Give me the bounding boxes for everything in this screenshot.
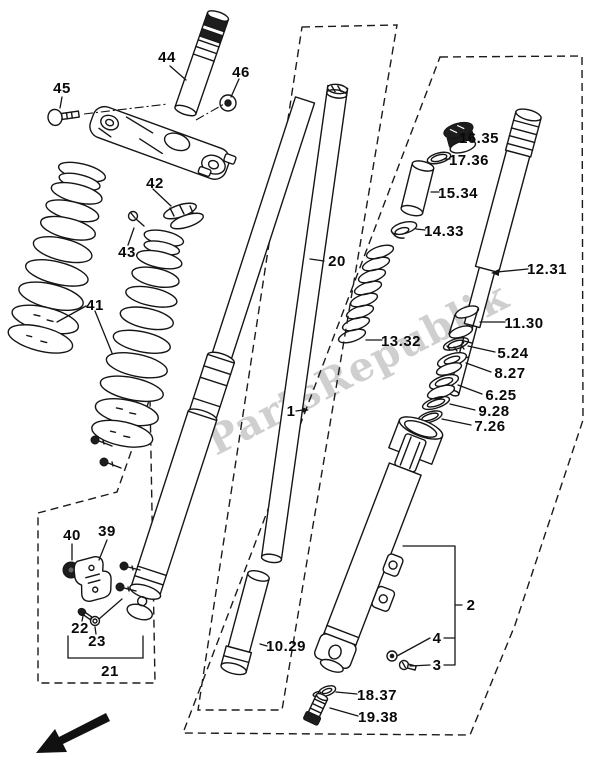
left-fork-leg [126, 96, 316, 621]
cap-bolt-16-35 [443, 121, 477, 154]
axle-holder-39 [73, 555, 112, 603]
fork-spring-13-32 [337, 244, 395, 344]
part-label-10-29: 10.29 [266, 638, 306, 655]
part-label-12-31: 12.31 [527, 261, 567, 278]
part-label-13-32: 13.32 [381, 333, 421, 350]
part-label-43: 43 [118, 244, 136, 261]
drain-bolt-19-38 [303, 692, 329, 726]
oil-seal-8-27 [435, 351, 468, 376]
pinch-bolts [115, 561, 141, 592]
part-label-15-34: 15.34 [438, 185, 478, 202]
bolt-22 [77, 607, 93, 621]
caliper-bolts-left [90, 435, 122, 469]
part-label-21: 21 [101, 663, 119, 680]
part-label-5-24: 5.24 [497, 345, 528, 362]
part-labels: 44454642434120116.3517.3615.3414.3312.31… [53, 49, 567, 726]
direction-arrow [36, 713, 110, 753]
bolt-axis-line [83, 103, 225, 121]
part-label-19-38: 19.38 [358, 709, 398, 726]
spring-seat-14-33 [390, 221, 418, 239]
part-label-20: 20 [328, 253, 346, 270]
inner-tube-20 [260, 83, 349, 564]
part-label-2: 2 [467, 597, 476, 614]
steering-nut [219, 94, 237, 112]
part-label-14-33: 14.33 [424, 223, 464, 240]
leader-lines [56, 65, 529, 717]
cylinder-10-29 [220, 570, 270, 676]
part-label-40: 40 [63, 527, 81, 544]
washer-4 [386, 650, 398, 662]
part-label-23: 23 [88, 633, 106, 650]
part-label-4: 4 [433, 630, 442, 647]
part-label-8-27: 8.27 [494, 365, 525, 382]
part-label-41: 41 [86, 297, 104, 314]
nut-23 [89, 615, 101, 627]
part-label-1: 1 [287, 403, 296, 420]
clamp-screw-43 [127, 210, 145, 227]
right-outer-tube [314, 416, 444, 673]
part-label-17-36: 17.36 [449, 152, 489, 169]
part-label-46: 46 [232, 64, 250, 81]
part-label-39: 39 [98, 523, 116, 540]
clamp-bolt [47, 108, 80, 127]
part-label-22: 22 [71, 620, 89, 637]
piston-ring-5-24 [442, 337, 470, 352]
steering-stem [174, 10, 230, 117]
part-label-42: 42 [146, 175, 164, 192]
rebound-spring-11-30 [448, 305, 480, 339]
washer-9-28 [421, 395, 451, 411]
spacer-15-34 [400, 160, 435, 217]
part-label-44: 44 [158, 49, 176, 66]
dust-seal-42 [163, 202, 204, 230]
dashed-box-right [181, 55, 584, 736]
fork-boot-left [7, 161, 107, 354]
part-label-3: 3 [433, 657, 442, 674]
part-label-18-37: 18.37 [357, 687, 397, 704]
o-ring-17-36 [426, 151, 452, 165]
dashed-box-bottom-left [37, 397, 156, 684]
part-label-45: 45 [53, 80, 71, 97]
part-label-6-25: 6.25 [485, 387, 516, 404]
part-label-9-28: 9.28 [478, 403, 509, 420]
part-label-16-35: 16.35 [459, 130, 499, 147]
part-label-11-30: 11.30 [504, 315, 543, 332]
fork-boot-right [91, 229, 185, 448]
part-label-7-26: 7.26 [474, 418, 505, 435]
triple-clamp [89, 105, 237, 180]
